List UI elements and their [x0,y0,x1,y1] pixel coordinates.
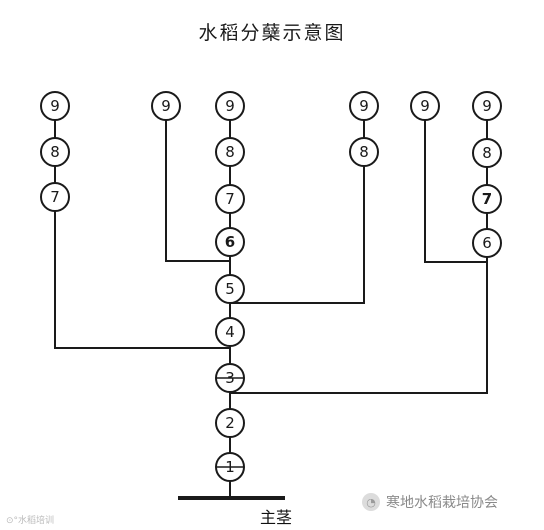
main-node-label: 8 [225,143,235,161]
tiller-node-label: 9 [161,97,171,115]
main-node-label: 6 [225,233,235,251]
main-node-circle [215,408,245,438]
tiller-node-circle [410,91,440,121]
diagram-title: 水稻分蘖示意图 [198,22,346,44]
main-node-label: 5 [225,280,235,298]
main-node-circle [215,227,245,257]
tiller-mid-left-line [165,106,230,262]
watermark-left: ⊙°水稻培训 [6,516,55,526]
tiller-node-label: 6 [482,234,492,252]
tiller-node-label: 7 [50,188,60,206]
tiller-node-circle [349,91,379,121]
main-stem-label: 主茎 [260,508,293,527]
main-node-circle [215,91,245,121]
tiller-node-label: 9 [359,97,369,115]
tiller-node-label: 9 [420,97,430,115]
tiller-left-line [54,106,230,349]
tiller-node-circle [40,137,70,167]
wechat-icon: ◔ [362,493,380,511]
main-node-circle [215,184,245,214]
tiller-mid-right-line [230,106,365,304]
main-node-circle [215,317,245,347]
main-node-label: 4 [225,323,235,341]
main-node-circle [215,274,245,304]
tiller-node-circle [472,184,502,214]
watermark-right-text: 寒地水稻栽培协会 [386,495,498,511]
tiller-node-label: 8 [50,143,60,161]
tiller-node-label: 8 [359,143,369,161]
tiller-node-circle [349,137,379,167]
tiller-node-circle [151,91,181,121]
main-node-label: 2 [225,414,235,432]
tiller-node-label: 8 [482,144,492,162]
tiller-node-label: 9 [50,97,60,115]
tiller-node-circle [40,182,70,212]
tiller-node-circle [472,228,502,258]
tiller-node-circle [40,91,70,121]
tiller-node-label: 9 [482,97,492,115]
watermark-right: ◔ 寒地水稻栽培协会 [362,492,498,512]
main-node-label: 9 [225,97,235,115]
tiller-node-circle [472,91,502,121]
tiller-node-label: 7 [482,190,492,208]
main-node-circle [215,137,245,167]
tiller-node-circle [472,138,502,168]
sub-tiller-right-line [424,106,487,263]
main-node-label: 7 [225,190,235,208]
